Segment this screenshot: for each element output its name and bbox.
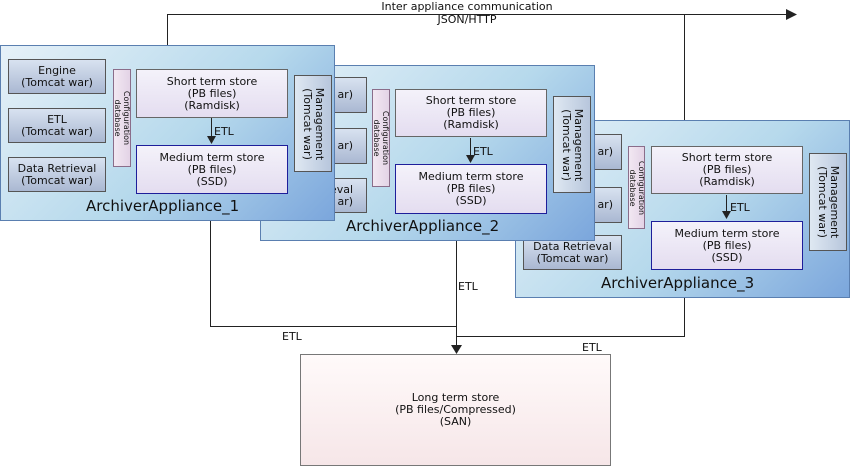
appliance-1-engine-line2: (Tomcat war) [21,75,93,89]
appliance-3-medium-line1: Medium term store [674,226,780,240]
appliance-3-retrieval: Data Retrieval (Tomcat war) [523,235,622,270]
appliance-1-short-store: Short term store (PB files) (Ramdisk) [136,69,288,118]
appliance-2-config-line1: Configuration [381,110,390,166]
appliance-1-short-line1: Short term store [166,74,258,88]
appliance-3-retrieval-line2: (Tomcat war) [536,251,609,265]
appliance-2-medium-store: Medium term store (PB files) (SSD) [395,164,547,214]
appliance-2-retrieval-line1: eval [329,182,353,196]
etl-label-appliance-3: ETL [582,341,602,354]
appliance-3-medium-line2: (PB files) [702,238,752,252]
appliance-3-etl-text: ar) [597,198,613,211]
appliance-2-engine-text: ar) [337,88,353,101]
appliance-1: Engine (Tomcat war) ETL (Tomcat war) Dat… [0,45,335,221]
appliance-1-name: ArchiverAppliance_1 [86,197,240,215]
appliance-1-engine: Engine (Tomcat war) [8,59,106,94]
appliance-2-short-line3: (Ramdisk) [443,118,499,131]
appliance-3-etl-arrow-line [726,195,727,213]
appliance-3-medium-store: Medium term store (PB files) (SSD) [651,221,803,270]
appliance-3-short-line2: (PB files) [702,163,752,176]
appliance-1-management: Management(Tomcat war) [294,75,332,172]
appliance-3-management: Management(Tomcat war) [809,153,847,251]
appliance-2-etl-arrowhead [466,155,475,163]
appliance-1-medium-line3: (SSD) [196,174,228,188]
connector-a1-down [210,215,211,326]
appliance-1-config-line2: database [113,99,122,137]
appliance-1-medium-line2: (PB files) [187,162,237,176]
appliance-2-medium-line1: Medium term store [418,170,524,183]
connector-a3-up [684,14,685,120]
appliance-3-management-text: Management(Tomcat war) [816,165,841,239]
long-term-arrowhead [451,345,462,354]
inter-appliance-arrowhead [786,9,797,20]
etl-label-appliance-1: ETL [282,330,302,343]
appliance-3-etl-arrowhead [722,211,731,219]
appliance-1-management-line1: Management [313,87,326,160]
appliance-3-etl-label: ETL [730,201,750,214]
appliance-2-short-store: Short term store (PB files) (Ramdisk) [395,89,547,137]
inter-appliance-line [167,14,789,15]
etl-label-appliance-2: ETL [458,280,478,293]
appliance-3-config-line1: Configuration [636,160,645,215]
appliance-1-management-text: Management(Tomcat war) [301,87,326,160]
appliance-1-etl-label: ETL [214,125,234,138]
appliance-1-management-line2: (Tomcat war) [301,87,314,160]
appliance-1-etl-line1: ETL [47,112,67,126]
connector-a3-down [684,298,685,336]
appliance-1-retrieval-line1: Data Retrieval [17,161,97,175]
appliance-2-medium-line2: (PB files) [446,182,496,195]
inter-appliance-label-line1: Inter appliance communication [381,0,553,13]
appliance-2-management-line2: (Tomcat war) [560,108,573,181]
appliance-1-etl-arrow-line [211,118,212,138]
appliance-1-short-line3: (Ramdisk) [184,98,240,112]
appliance-2-retrieval-line2: ar) [337,194,353,208]
appliance-1-engine-line1: Engine [38,63,76,77]
appliance-2-etl-text: ar) [337,139,353,152]
appliance-3-management-line2: (Tomcat war) [816,166,829,238]
appliance-3-short-store: Short term store (PB files) (Ramdisk) [651,146,803,194]
connector-a3-horizontal [456,336,685,337]
appliance-2-management: Management(Tomcat war) [553,96,591,193]
connector-a1-horizontal [210,326,457,327]
appliance-2-management-line1: Management [572,108,585,181]
appliance-3-config-line2: database [628,168,637,207]
appliance-3-medium-line3: (SSD) [711,250,743,264]
appliance-2-medium-line3: (SSD) [455,194,487,207]
appliance-1-etl-line2: (Tomcat war) [21,124,93,138]
appliance-1-short-line2: (PB files) [187,86,237,100]
appliance-1-medium-store: Medium term store (PB files) (SSD) [136,145,288,194]
appliance-1-retrieval: Data Retrieval (Tomcat war) [8,157,106,192]
appliance-3-short-line3: (Ramdisk) [699,175,755,188]
long-term-store: Long term store (PB files/Compressed) (S… [300,354,611,466]
appliance-3-retrieval-line1: Data Retrieval [533,239,612,253]
connector-a2-down [456,240,457,350]
appliance-2-etl-label: ETL [473,145,493,158]
appliance-1-retrieval-line2: (Tomcat war) [21,173,93,187]
appliance-2-etl-arrow-line [470,138,471,157]
appliance-1-etl-arrowhead [207,136,216,144]
appliance-2-short-line1: Short term store [425,94,517,107]
long-term-store-line2: (PB files/Compressed) [395,403,516,416]
long-term-store-line3: (SAN) [439,415,472,428]
appliance-3-name: ArchiverAppliance_3 [601,274,755,292]
appliance-2-management-text: Management(Tomcat war) [560,108,585,181]
long-term-store-line1: Long term store [411,391,500,404]
appliance-3-management-line1: Management [828,165,841,239]
appliance-3-engine-text: ar) [597,145,613,158]
appliance-1-config-line1: Configuration [122,90,131,146]
appliance-2-config-line2: database [372,119,381,157]
connector-a1-up [167,14,168,45]
appliance-1-etl: ETL (Tomcat war) [8,108,106,143]
appliance-1-medium-line1: Medium term store [159,150,265,164]
appliance-2-name: ArchiverAppliance_2 [346,217,500,235]
appliance-2-short-line2: (PB files) [446,106,496,119]
inter-appliance-label: Inter appliance communication JSON/HTTP [381,0,552,26]
inter-appliance-label-line2: JSON/HTTP [437,13,497,26]
appliance-3-short-line1: Short term store [681,151,773,164]
